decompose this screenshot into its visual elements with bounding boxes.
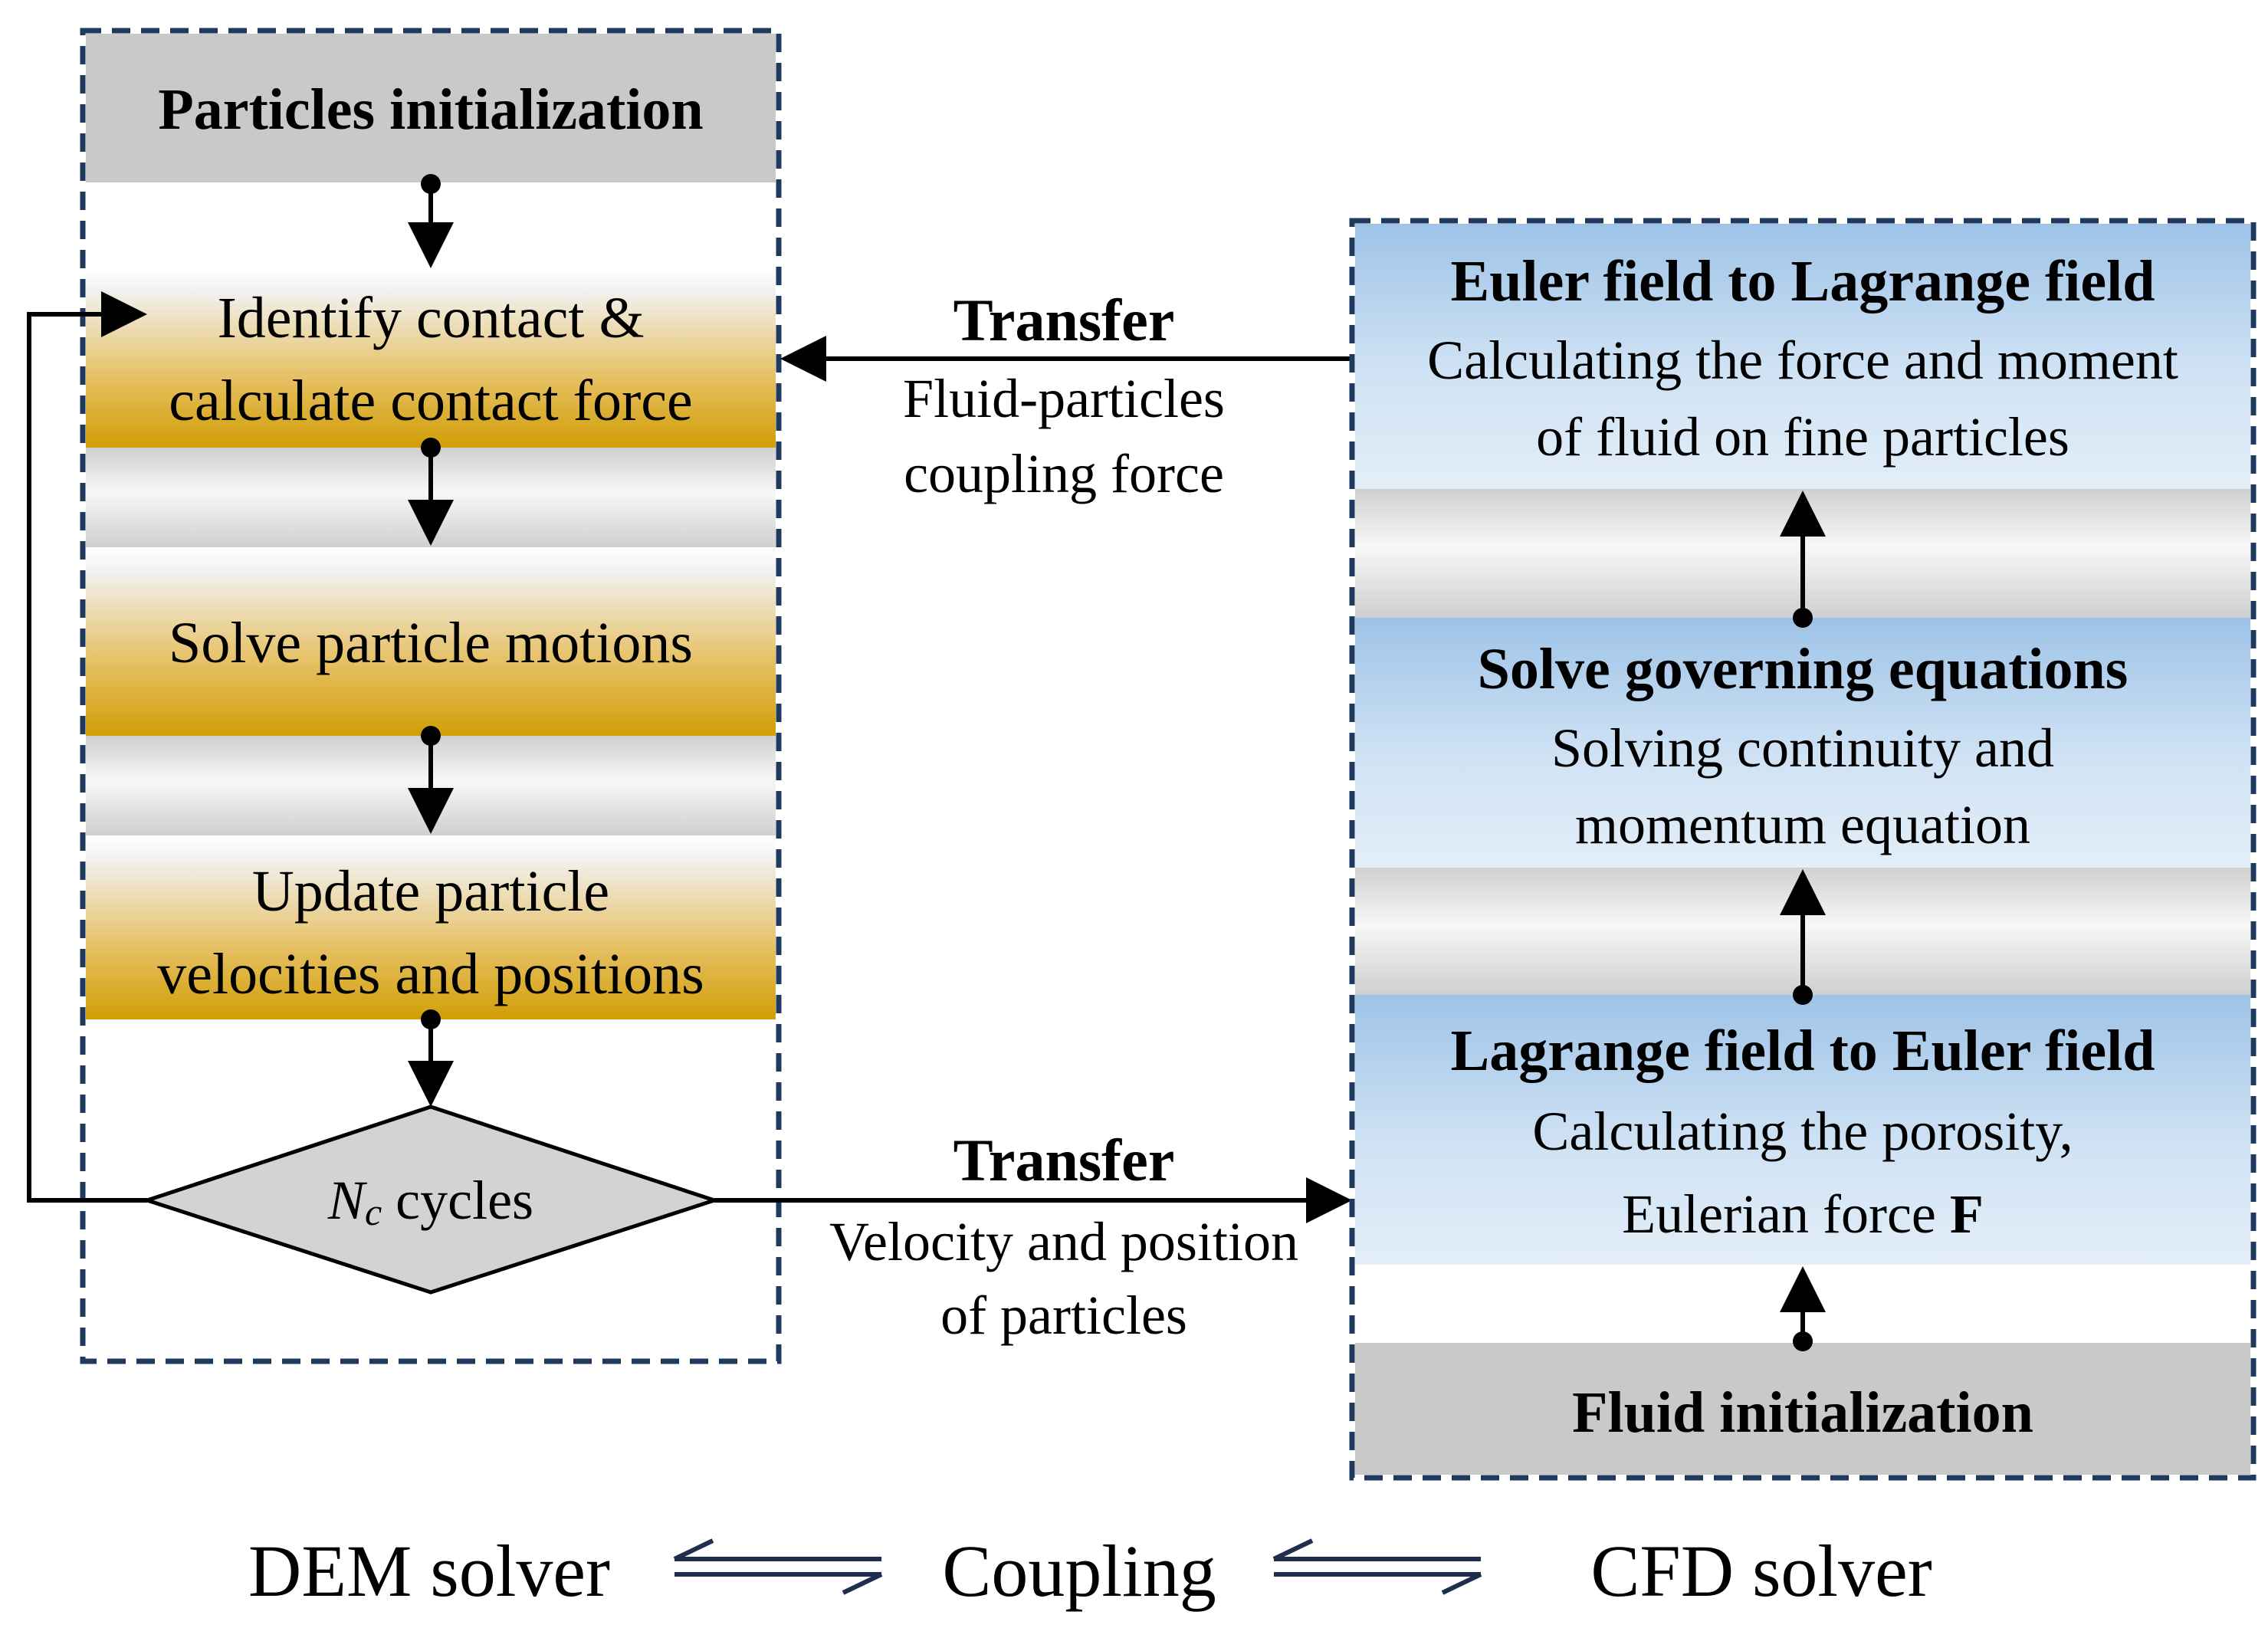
particles-init-box: [86, 34, 776, 182]
transfer-bottom-line2: of particles: [940, 1285, 1187, 1346]
transfer-top-line1: Fluid-particles: [903, 368, 1225, 429]
euler-to-lagrange-line2: of fluid on fine particles: [1536, 406, 2069, 468]
dem-flow-arrow-2: [408, 438, 454, 546]
cfd-panel-border: [1349, 218, 2257, 1481]
legend-coupling: Coupling: [942, 1530, 1216, 1612]
legend-dem-solver: DEM solver: [248, 1530, 610, 1612]
identify-contact-line1: Identify contact &: [217, 286, 644, 350]
transfer-top-group: Transfer Fluid-particles coupling force: [780, 287, 1352, 504]
update-particle-line2: velocities and positions: [157, 942, 704, 1006]
update-particle-line1: Update particle: [252, 859, 609, 924]
lagrange-to-euler-title: Lagrange field to Euler field: [1451, 1019, 2155, 1083]
cycle-loop-line: [27, 291, 147, 1203]
governing-equations-line2: momentum equation: [1575, 794, 2030, 855]
dem-panel-border: [80, 28, 782, 1364]
cfd-panel: Euler field to Lagrange field Calculatin…: [1349, 218, 2257, 1481]
legend-exchange-icon-2: [1272, 1538, 1482, 1595]
transfer-top-title: Transfer: [953, 287, 1175, 353]
lagrange-to-euler-line1: Calculating the porosity,: [1532, 1101, 2073, 1162]
lagrange-to-euler-box: [1355, 995, 2250, 1265]
solve-motions-box: [86, 547, 776, 736]
lagrange-to-euler-line2: Eulerian force F: [1622, 1183, 1984, 1245]
dem-panel: Particles initialization Identify contac…: [27, 28, 782, 1364]
particles-init-label: Particles initialization: [158, 77, 703, 142]
identify-contact-line2: calculate contact force: [169, 369, 693, 433]
governing-equations-title: Solve governing equations: [1478, 637, 2129, 701]
legend-exchange-icon-1: [673, 1538, 883, 1595]
dem-flow-arrow-3: [408, 726, 454, 834]
cycles-decision-label: Nc cycles: [327, 1170, 533, 1233]
transfer-bottom-group: Transfer Velocity and position of partic…: [714, 1127, 1352, 1346]
cycles-decision-diamond: [140, 1104, 721, 1295]
update-particle-box: [86, 835, 776, 1019]
euler-to-lagrange-box: [1355, 224, 2250, 489]
governing-equations-box: [1355, 618, 2250, 868]
fluid-init-box: [1355, 1343, 2250, 1475]
euler-to-lagrange-title: Euler field to Lagrange field: [1451, 249, 2155, 313]
euler-to-lagrange-line1: Calculating the force and moment: [1427, 330, 2178, 391]
transfer-bottom-line1: Velocity and position: [829, 1211, 1298, 1272]
dem-flow-arrow-1: [408, 174, 454, 268]
cfd-flow-arrow-2: [1780, 869, 1826, 1005]
identify-contact-box: [86, 268, 776, 448]
solve-motions-label: Solve particle motions: [169, 611, 693, 675]
legend: DEM solver Coupling CFD solver: [248, 1530, 1932, 1612]
fluid-init-label: Fluid initialization: [1572, 1380, 2033, 1445]
cfd-flow-arrow-1: [1780, 1266, 1826, 1351]
transfer-bottom-title: Transfer: [953, 1127, 1175, 1193]
dem-flow-arrow-4: [408, 1009, 454, 1107]
legend-cfd-solver: CFD solver: [1590, 1530, 1932, 1612]
cfd-flow-arrow-3: [1780, 491, 1826, 628]
governing-equations-line1: Solving continuity and: [1551, 717, 2054, 779]
transfer-top-line2: coupling force: [904, 443, 1224, 504]
